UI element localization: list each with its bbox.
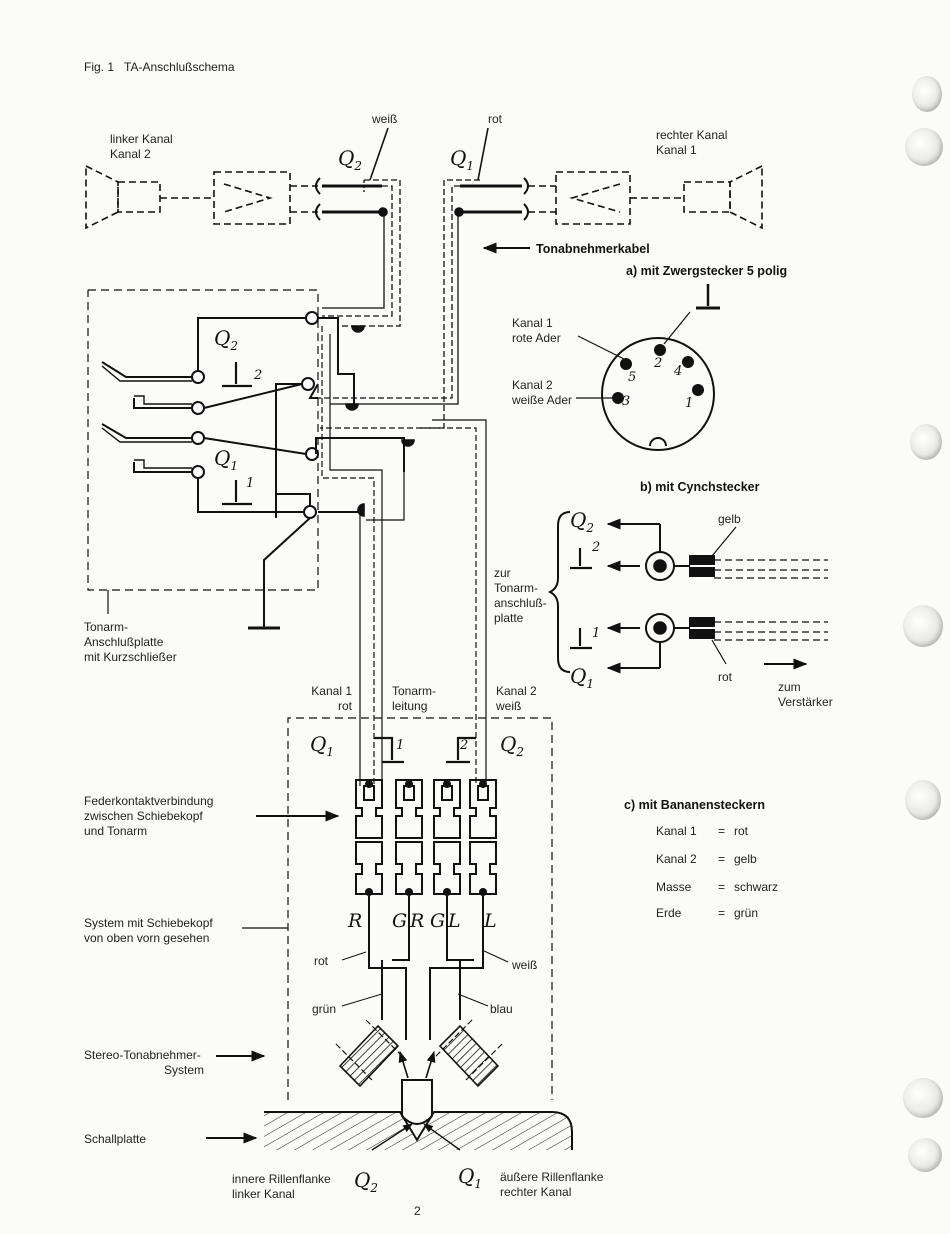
left-cable	[322, 179, 401, 327]
figure-label: Fig. 1 TA-Anschlußschema	[84, 60, 235, 74]
binder-hole	[903, 605, 943, 647]
cable-label: Tonabnehmerkabel	[536, 242, 650, 256]
cinch-q2: Q2	[570, 508, 595, 535]
system-frame	[287, 717, 553, 1100]
wire-label-weiss: weiß	[372, 112, 398, 126]
din-pin-4: 4	[674, 364, 683, 379]
contact-letter-g1: G	[392, 910, 408, 932]
wire-rot-label: rot	[314, 954, 329, 968]
right-cable	[316, 179, 480, 429]
wire-label-rot: rot	[488, 112, 503, 126]
arm-ground-2-num: 2	[460, 738, 469, 753]
binder-hole	[905, 128, 943, 166]
banana-row-kanal2: Kanal 2=gelb	[656, 852, 757, 866]
wire-weiss-label: weiß	[512, 958, 538, 972]
schallplatte-label: Schallplatte	[84, 1132, 147, 1146]
plate-ground-1	[222, 480, 252, 506]
wire-gruen-label: grün	[312, 1002, 337, 1016]
din-connector	[601, 337, 715, 451]
banana-row-masse: Masse=schwarz	[656, 880, 779, 894]
tonarm-plate	[87, 289, 319, 591]
arm-ground-1	[374, 736, 404, 764]
section-a-title: a) mit Zwergstecker 5 polig	[626, 264, 788, 278]
contact-letter-g2: G	[430, 910, 446, 932]
din-pin-1: 1	[685, 396, 694, 411]
cinch-q1: Q1	[570, 664, 595, 691]
banana-row-kanal1: Kanal 1=rot	[656, 824, 749, 838]
binder-hole	[905, 780, 941, 820]
binder-hole	[908, 1138, 942, 1172]
arm-ground-1-num: 1	[396, 738, 405, 753]
section-b-title: b) mit Cynchstecker	[640, 480, 760, 494]
flank-q1: Q1	[458, 1164, 483, 1191]
q2-label: Q2	[338, 146, 363, 173]
din-pin-2: 2	[654, 356, 663, 371]
page-number: 2	[414, 1204, 421, 1218]
cinch-gelb: gelb	[718, 512, 741, 526]
contact-letter-l2: L	[484, 910, 497, 932]
left-amplifier	[213, 171, 291, 225]
stereo-system-label: Stereo-Tonabnehmer-System	[84, 1048, 205, 1077]
right-amplifier	[555, 171, 631, 225]
arm-q2: Q2	[500, 732, 525, 759]
contact-letter-l1: L	[448, 910, 461, 932]
coil-right	[433, 1019, 503, 1088]
q1-label: Q1	[450, 146, 475, 173]
plate-q2: Q2	[214, 326, 239, 353]
binder-hole	[912, 76, 942, 112]
right-jack	[460, 177, 529, 221]
system-wires	[368, 896, 484, 1040]
arm-q1: Q1	[310, 732, 335, 759]
stylus	[401, 1079, 433, 1125]
section-c-title: c) mit Bananensteckern	[624, 798, 766, 812]
arm-cables	[321, 326, 487, 786]
arm-ground-2	[446, 736, 476, 764]
plate-ground-2-num: 2	[254, 368, 263, 383]
plate-ground-1-num: 1	[246, 476, 255, 491]
binder-hole	[903, 1078, 943, 1118]
din-pin-5: 5	[628, 370, 637, 385]
flank-q2: Q2	[354, 1168, 379, 1195]
plate-ground-2	[222, 362, 252, 388]
banana-row-erde: Erde=grün	[656, 906, 759, 920]
spring-contacts	[355, 779, 497, 895]
cinch-ground-2	[570, 548, 592, 570]
cinch-ground-1-num: 1	[592, 626, 601, 641]
cinch-ground-1	[570, 628, 592, 650]
plate-wiring	[101, 311, 405, 630]
din-pin-3: 3	[622, 394, 631, 409]
cinch-ground-2-num: 2	[592, 540, 601, 555]
contact-letter-r2: R	[410, 910, 425, 932]
arm-leitung-label: Tonarm-leitung	[392, 684, 437, 713]
plate-q1: Q1	[214, 446, 239, 473]
binder-hole	[910, 424, 942, 460]
left-speaker	[85, 165, 161, 230]
left-jack	[315, 177, 382, 221]
contact-letter-r1: R	[348, 910, 363, 932]
coil-left	[335, 1019, 405, 1088]
cinch-lower	[626, 613, 828, 669]
wire-blau-label: blau	[490, 1002, 513, 1016]
din-pins	[612, 344, 704, 404]
cinch-rot: rot	[718, 670, 733, 684]
cinch-upper	[626, 523, 828, 581]
right-speaker	[683, 165, 763, 230]
